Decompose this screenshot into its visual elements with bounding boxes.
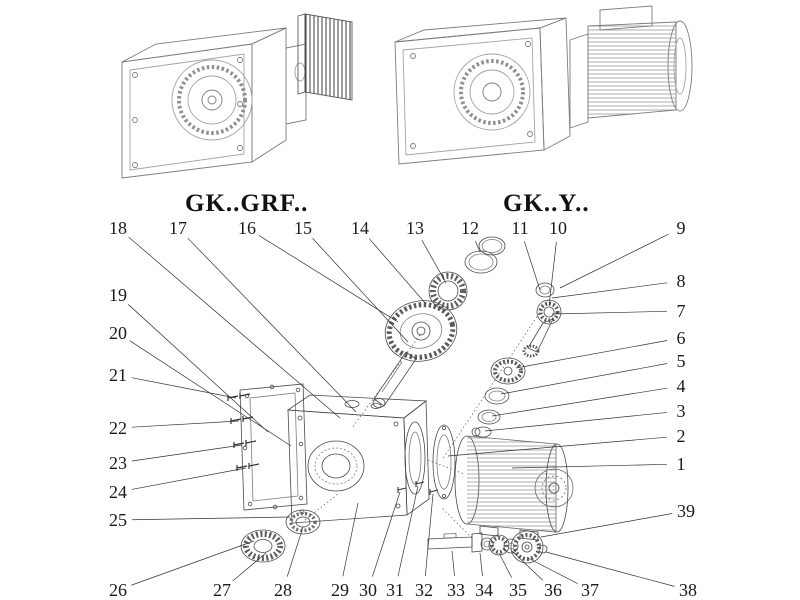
exploded-view-art <box>227 236 574 564</box>
part-number-11: 11 <box>510 218 530 238</box>
leader-line-37 <box>527 557 578 584</box>
leader-line-36 <box>511 550 544 581</box>
leader-line-32 <box>424 493 434 577</box>
output-shaft-assembly <box>427 530 548 564</box>
input-pinion-set <box>522 282 562 358</box>
part-number-30: 30 <box>358 580 378 600</box>
part-number-19: 19 <box>108 285 128 305</box>
leader-line-24 <box>131 467 247 490</box>
part-number-31: 31 <box>385 580 405 600</box>
bearing-upper <box>428 271 468 311</box>
leader-line-22 <box>131 420 240 428</box>
part-number-3: 3 <box>675 401 687 421</box>
leader-line-10 <box>548 241 557 307</box>
part-number-15: 15 <box>293 218 313 238</box>
leader-line-33 <box>451 550 455 577</box>
leader-line-38 <box>545 551 675 587</box>
part-number-21: 21 <box>108 365 128 385</box>
part-number-33: 33 <box>446 580 466 600</box>
assembled-gearbox-y-drawing <box>394 5 693 165</box>
model-caption-y: GK..Y.. <box>503 190 590 217</box>
leader-line-23 <box>131 444 243 462</box>
part-number-25: 25 <box>108 510 128 530</box>
leader-line-39 <box>540 513 673 538</box>
leader-line-26 <box>131 540 255 586</box>
gearbox-housing <box>286 394 430 524</box>
flange-plate <box>239 383 308 511</box>
leader-line-7 <box>551 310 668 315</box>
output-bearing-group <box>240 509 321 563</box>
leader-line-4 <box>491 387 668 417</box>
part-number-17: 17 <box>168 218 188 238</box>
assembled-gearbox-grf-drawing <box>121 13 353 179</box>
adapter-flange <box>432 424 456 500</box>
leader-line-13 <box>421 240 447 284</box>
part-number-26: 26 <box>108 580 128 600</box>
leader-line-28 <box>286 526 304 577</box>
leader-line-5 <box>500 363 668 395</box>
part-number-10: 10 <box>548 218 568 238</box>
part-number-24: 24 <box>108 482 128 502</box>
leader-line-27 <box>232 552 267 582</box>
part-number-38: 38 <box>678 580 698 600</box>
leader-lines <box>128 233 675 587</box>
part-number-13: 13 <box>405 218 425 238</box>
leader-line-35 <box>498 552 512 578</box>
part-number-39: 39 <box>676 501 696 521</box>
leader-line-18 <box>128 236 341 419</box>
part-number-8: 8 <box>675 271 687 291</box>
mounting-bolts <box>227 393 260 471</box>
part-number-22: 22 <box>108 418 128 438</box>
leader-line-19 <box>128 304 269 433</box>
assembly-axis-lines <box>304 299 549 539</box>
part-number-28: 28 <box>273 580 293 600</box>
leader-line-12 <box>475 240 481 253</box>
part-number-12: 12 <box>460 218 480 238</box>
leader-line-29 <box>342 502 359 577</box>
part-number-7: 7 <box>675 301 687 321</box>
leader-line-25 <box>131 516 291 521</box>
part-number-5: 5 <box>675 351 687 371</box>
leader-line-8 <box>551 282 668 299</box>
leader-line-9 <box>559 233 669 289</box>
part-number-18: 18 <box>108 218 128 238</box>
part-number-2: 2 <box>675 426 687 446</box>
leader-line-3 <box>484 412 668 432</box>
part-number-1: 1 <box>675 454 687 474</box>
part-number-4: 4 <box>675 376 687 396</box>
bevel-gear-and-rings <box>474 357 526 438</box>
part-number-34: 34 <box>474 580 494 600</box>
model-caption-grf: GK..GRF.. <box>185 190 309 217</box>
part-number-27: 27 <box>212 580 232 600</box>
leader-line-14 <box>368 238 427 305</box>
part-number-9: 9 <box>675 218 687 238</box>
part-number-32: 32 <box>414 580 434 600</box>
retaining-rings <box>464 236 506 274</box>
leader-line-15 <box>312 238 409 343</box>
leader-line-16 <box>258 235 399 323</box>
leader-line-1 <box>511 463 668 469</box>
part-number-20: 20 <box>108 323 128 343</box>
part-number-29: 29 <box>330 580 350 600</box>
part-number-14: 14 <box>350 218 370 238</box>
intermediate-gear-shaft <box>372 300 458 408</box>
leader-line-6 <box>515 340 668 369</box>
part-number-37: 37 <box>580 580 600 600</box>
motor <box>454 427 574 541</box>
leader-line-11 <box>523 241 541 291</box>
leader-line-34 <box>479 552 483 577</box>
leader-line-21 <box>131 377 237 399</box>
part-number-36: 36 <box>543 580 563 600</box>
leader-line-2 <box>447 436 668 457</box>
leader-line-30 <box>372 491 401 577</box>
part-number-23: 23 <box>108 453 128 473</box>
part-number-16: 16 <box>237 218 257 238</box>
leader-line-17 <box>187 237 357 413</box>
part-number-6: 6 <box>675 328 687 348</box>
part-number-35: 35 <box>508 580 528 600</box>
leader-line-31 <box>397 485 419 577</box>
